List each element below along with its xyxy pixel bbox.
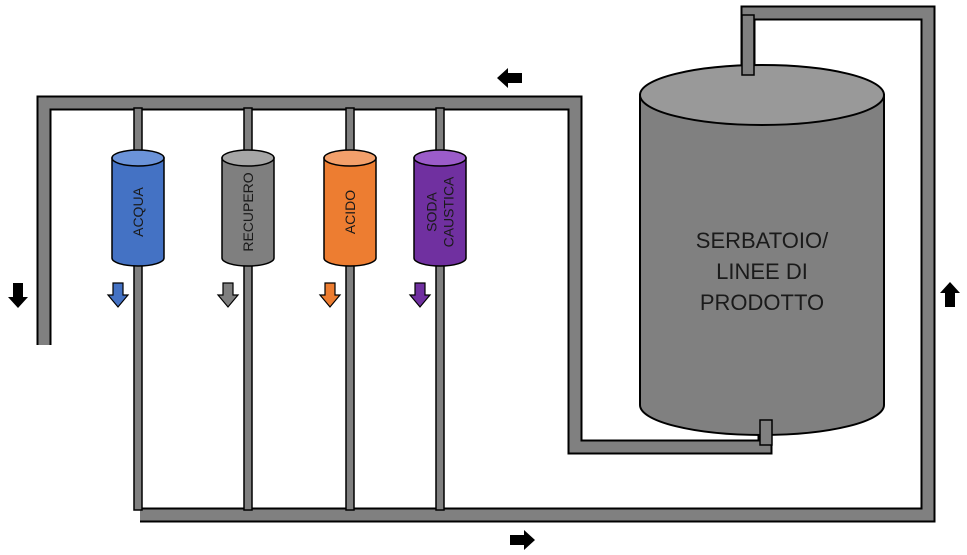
tank-flow-arrow	[318, 282, 342, 308]
tank-label: RECUPERO	[240, 172, 256, 251]
flow-arrow-up	[940, 282, 960, 307]
tank-top	[111, 149, 165, 167]
tank-label-line: CAUSTICA	[441, 176, 457, 247]
product-tank-label-line: LINEE DI	[716, 259, 808, 284]
flow-arrow-right	[510, 530, 535, 550]
product-tank-label-line: PRODOTTO	[700, 290, 824, 315]
product-tank-top	[639, 64, 885, 126]
tank-label: ACQUA	[130, 186, 146, 236]
tank-flow-arrow	[408, 282, 432, 308]
product-tank-label: SERBATOIO/LINEE DI PRODOTTO	[696, 228, 829, 315]
product-tank-inlet-stub	[741, 14, 755, 76]
tank-body	[111, 157, 165, 267]
cleaning-tanks: ACQUA RECUPERO ACIDO SODACAUSTICA	[106, 149, 467, 308]
product-tank-outlet-stub	[759, 419, 773, 446]
tank-outlet-pipe	[345, 261, 355, 511]
tank-0: ACQUA	[106, 149, 165, 308]
tank-flow-arrow	[216, 282, 240, 308]
tank-top	[221, 149, 275, 167]
tank-inlet-pipe	[243, 107, 253, 154]
tank-body	[323, 157, 377, 267]
tank-flow-arrow	[106, 282, 130, 308]
tank-label-line: SODA	[424, 192, 440, 232]
tank-2: ACIDO	[318, 149, 377, 308]
tank-body	[221, 157, 275, 267]
tank-outlet-pipe	[243, 261, 253, 511]
tank-outlet-pipe	[435, 261, 445, 511]
flow-arrow-down	[8, 283, 28, 308]
pipe-top-return	[38, 97, 581, 345]
tank-inlet-pipe	[345, 107, 355, 154]
tank-inlet-pipe	[133, 107, 143, 154]
tank-top	[413, 149, 467, 167]
flow-arrows	[8, 68, 960, 550]
tank-3: SODACAUSTICA	[408, 149, 467, 308]
tank-label: ACIDO	[342, 190, 358, 234]
tank-inlet-pipe	[435, 107, 445, 154]
tank-outlet-pipe	[133, 261, 143, 511]
tank-label: SODACAUSTICA	[424, 176, 457, 247]
tank-1: RECUPERO	[216, 149, 275, 308]
product-tank-label-line: SERBATOIO/	[696, 228, 829, 253]
flow-arrow-left	[497, 68, 522, 88]
product-tank: SERBATOIO/LINEE DI PRODOTTO	[639, 14, 885, 446]
tank-body	[413, 157, 467, 267]
tank-top	[323, 149, 377, 167]
